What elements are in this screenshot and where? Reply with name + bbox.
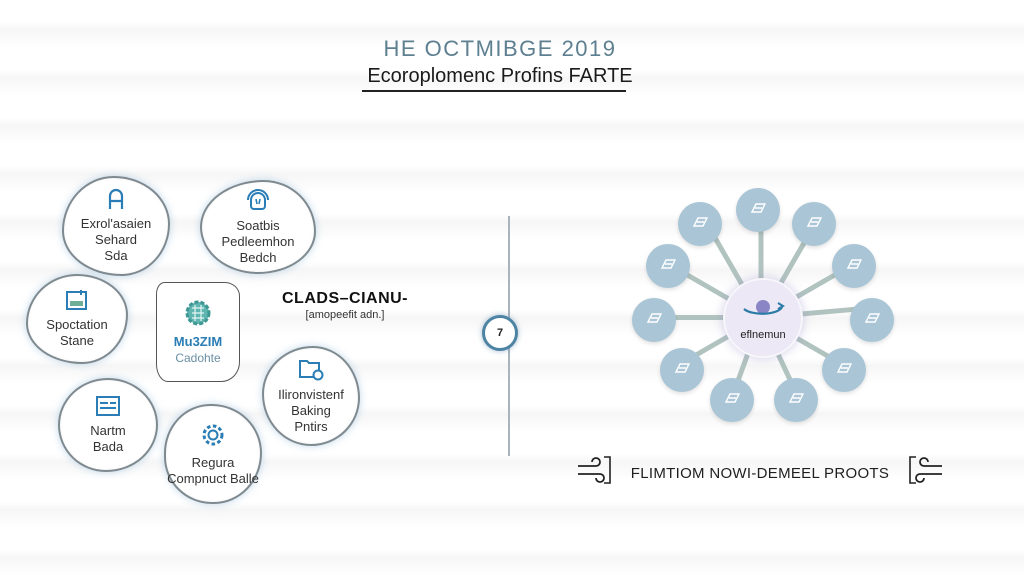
document-icon	[805, 215, 823, 233]
hub-node-10	[646, 244, 690, 288]
cluster-label: CLADS–CIANU- [amopeefit adn.]	[270, 290, 420, 321]
hub-node-7	[710, 378, 754, 422]
hub-node-4	[850, 298, 894, 342]
node-2: Spoctation Stane	[26, 274, 128, 364]
hub-node-11	[678, 202, 722, 246]
document-icon	[835, 361, 853, 379]
node-2-line-2: Stane	[60, 333, 94, 348]
wind-icon-left	[576, 454, 622, 493]
globe-arrow-icon	[738, 295, 788, 328]
node-4-line-1: Ilironvistenf	[278, 387, 344, 402]
node-0-line-1: Exrol'asaien	[80, 216, 152, 231]
header-title: Ecoroplomenc Profins FARTE	[367, 65, 633, 87]
node-1-line-2: Pedleemhon Bedch	[221, 234, 295, 265]
node-3-line-2: Cadohte	[175, 351, 221, 365]
node-1: Soatbis Pedleemhon Bedch	[200, 180, 316, 274]
node-4-line-3: Pntirs	[294, 419, 328, 434]
folder-icon	[65, 289, 89, 315]
title-underline	[362, 90, 626, 92]
document-icon	[723, 391, 741, 409]
node-4-line-2: Baking	[291, 403, 331, 418]
gear-icon	[199, 421, 227, 453]
node-6-line-2: Compnuct Balle	[167, 471, 259, 486]
header-subtitle: HE OCTMIBGE 2019	[383, 36, 617, 61]
face-icon	[245, 188, 271, 216]
footer-text: FLIMTIOM NOWI-DEMEEL PROOTS	[630, 464, 890, 482]
node-0-line-2: Sehard	[95, 232, 137, 247]
document-icon	[749, 201, 767, 219]
hub-node-1	[736, 188, 780, 232]
node-3-line-1: Mu3ZIM	[173, 334, 223, 349]
globe-gear-icon	[183, 298, 213, 332]
node-2-line-1: Spoctation	[46, 317, 108, 332]
document-icon	[673, 361, 691, 379]
lock-icon	[106, 188, 126, 214]
hub-center-label: eflnemun	[740, 329, 786, 341]
hub-node-2	[792, 202, 836, 246]
node-0-line-3: Sda	[104, 248, 128, 263]
document-icon	[691, 215, 709, 233]
hub-center: eflnemun	[723, 278, 803, 358]
node-1-line-1: Soatbis	[236, 218, 280, 233]
node-6-line-1: Regura	[191, 455, 235, 470]
document-icon	[659, 257, 677, 275]
hub-diagram: eflnemun	[620, 180, 894, 430]
cluster-heading: CLADS–CIANU-	[282, 290, 408, 307]
hub-node-5	[822, 348, 866, 392]
node-5-line-2: Bada	[92, 439, 124, 454]
folder-sync-icon	[298, 357, 324, 385]
hub-node-8	[660, 348, 704, 392]
footer-banner: FLIMTIOM NOWI-DEMEEL PROOTS	[576, 452, 944, 494]
node-5: Nartm Bada	[58, 378, 158, 472]
step-marker: 7	[482, 315, 518, 351]
node-3: Mu3ZIM Cadohte	[156, 282, 240, 382]
node-0: Exrol'asaien Sehard Sda	[62, 176, 170, 276]
hub-node-9	[632, 298, 676, 342]
title-block: HE OCTMIBGE 2019 Ecoroplomenc Profins FA…	[340, 36, 660, 89]
document-icon	[863, 311, 881, 329]
node-5-line-1: Nartm	[90, 423, 126, 438]
node-4: Ilironvistenf Baking Pntirs	[262, 346, 360, 446]
document-icon	[645, 311, 663, 329]
card-icon	[95, 395, 121, 421]
hub-node-6	[774, 378, 818, 422]
wind-icon-right	[898, 454, 944, 493]
cluster-subheading: [amopeefit adn.]	[305, 309, 385, 321]
node-6: Regura Compnuct Balle	[164, 404, 262, 504]
document-icon	[787, 391, 805, 409]
document-icon	[845, 257, 863, 275]
hub-node-3	[832, 244, 876, 288]
